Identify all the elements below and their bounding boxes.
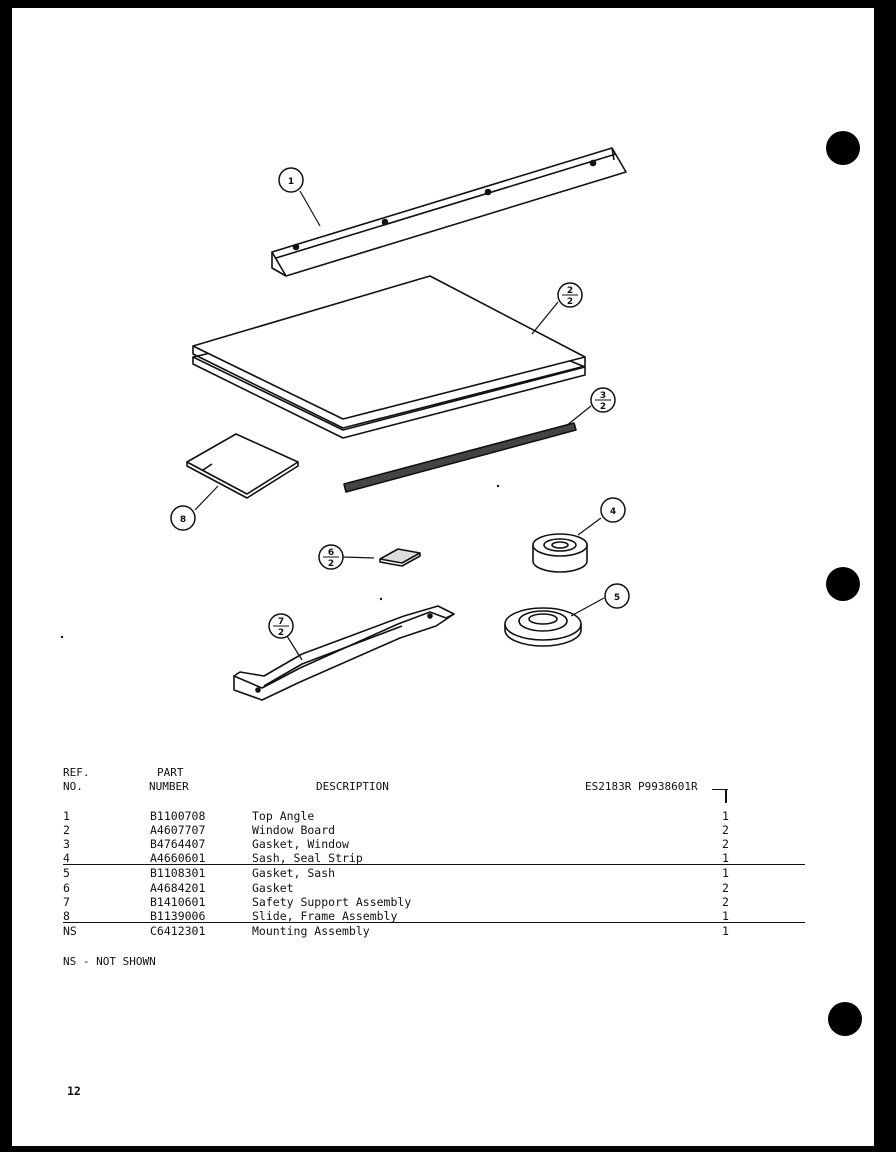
row-6-description: Gasket [252, 881, 294, 895]
row-ns-description: Mounting Assembly [252, 924, 370, 938]
row-1-qty: 1 [722, 809, 729, 823]
row-5-ref: 5 [63, 866, 70, 880]
row-2-description: Window Board [252, 823, 336, 837]
callout-6-qty: 2 [328, 559, 334, 569]
row-4-part: A4660601 [150, 851, 206, 865]
row-5-qty: 1 [722, 866, 729, 880]
callout-4 [600, 497, 626, 523]
sash-gasket-coil-part [504, 607, 582, 647]
binder-hole-middle [826, 567, 860, 601]
row-6-qty: 2 [722, 881, 729, 895]
small-gasket-part [379, 548, 421, 567]
leader-lines [194, 190, 605, 661]
header-model: ES2183R P9938601R [585, 780, 698, 793]
row-7-part: B1410601 [150, 895, 206, 909]
callout-2-qty: 2 [567, 297, 573, 307]
header-part-line1: PART [157, 766, 184, 779]
top-angle-part [271, 147, 627, 277]
window-gasket-part [343, 422, 577, 493]
window-board-part [192, 275, 586, 439]
row-4-ref: 4 [63, 851, 70, 865]
header-ref-line1: REF. [63, 766, 90, 779]
row-2-qty: 2 [722, 823, 729, 837]
callout-3-qty: 2 [600, 402, 606, 412]
row-ns-ref: NS [63, 924, 77, 938]
footnote-not-shown: NS - NOT SHOWN [63, 955, 156, 968]
callout-2-ref: 2 [567, 286, 573, 296]
callout-6-ref: 6 [328, 548, 334, 558]
row-ns-part: C6412301 [150, 924, 206, 938]
row-8-description: Slide, Frame Assembly [252, 909, 398, 923]
slide-frame-part [186, 433, 299, 499]
row-7-qty: 2 [722, 895, 729, 909]
row-8-qty: 1 [722, 909, 729, 923]
callout-1-ref: 1 [288, 177, 294, 187]
binder-hole-top [826, 131, 860, 165]
model-bracket-tick [725, 789, 727, 803]
row-7-description: Safety Support Assembly [252, 895, 412, 909]
page-number: 12 [67, 1084, 81, 1098]
row-1-description: Top Angle [252, 809, 315, 823]
callout-1 [278, 167, 304, 193]
row-3-part: B4764407 [150, 837, 206, 851]
header-part-line2: NUMBER [149, 780, 189, 793]
row-3-ref: 3 [63, 837, 70, 851]
callout-7-ref: 7 [278, 617, 284, 627]
row-3-qty: 2 [722, 837, 729, 851]
callout-7-qty: 2 [278, 628, 284, 638]
row-1-ref: 1 [63, 809, 70, 823]
callout-4-ref: 4 [610, 507, 616, 517]
model-bracket-rule [712, 789, 728, 790]
callout-8 [170, 505, 196, 531]
row-1-part: B1100708 [150, 809, 206, 823]
row-3-description: Gasket, Window [252, 837, 349, 851]
row-4-qty: 1 [722, 851, 729, 865]
row-6-ref: 6 [63, 881, 70, 895]
callout-5-ref: 5 [614, 593, 620, 603]
header-description: DESCRIPTION [316, 780, 389, 793]
safety-support-part [233, 605, 455, 701]
row-8-ref: 8 [63, 909, 70, 923]
row-5-part: B1108301 [150, 866, 206, 880]
row-ns-qty: 1 [722, 924, 729, 938]
group-divider-bottom [63, 922, 805, 923]
callout-8-ref: 8 [180, 515, 186, 525]
callout-5 [604, 583, 630, 609]
header-ref-line2: NO. [63, 780, 83, 793]
row-4-description: Sash, Seal Strip [252, 851, 363, 865]
row-2-ref: 2 [63, 823, 70, 837]
binder-hole-bottom [828, 1002, 862, 1036]
row-2-part: A4607707 [150, 823, 206, 837]
scan-edge [874, 0, 896, 1152]
row-5-description: Gasket, Sash [252, 866, 336, 880]
row-7-ref: 7 [63, 895, 70, 909]
sash-gasket-roll-part [532, 533, 588, 573]
callout-3-ref: 3 [600, 391, 606, 401]
group-divider-top [63, 864, 805, 865]
row-8-part: B1139006 [150, 909, 206, 923]
row-6-part: A4684201 [150, 881, 206, 895]
